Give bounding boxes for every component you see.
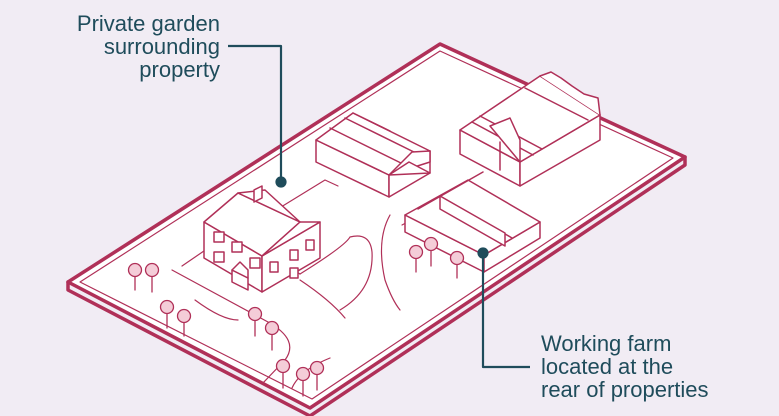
- farm-label-line-3: rear of properties: [541, 377, 709, 402]
- tree-icon: [159, 299, 175, 329]
- garden-callout-dot: [275, 176, 287, 188]
- farm-callout-dot: [477, 247, 489, 259]
- tree-icon: [275, 358, 291, 389]
- tree-icon: [449, 250, 465, 279]
- tree-icon: [247, 306, 263, 337]
- farm-label-line-1: Working farm: [541, 331, 672, 356]
- tree-icon: [264, 320, 280, 351]
- tree-icon: [295, 366, 311, 397]
- garden-label-line-3: property: [139, 57, 220, 82]
- tree-icon: [309, 360, 325, 391]
- farm-label-line-2: located at the: [541, 354, 674, 379]
- house-icon: [203, 185, 321, 293]
- garden-label-line-1: Private garden: [76, 11, 220, 36]
- garden-callout-line: [228, 44, 283, 182]
- trees: [127, 236, 465, 397]
- tree-icon: [127, 262, 143, 291]
- tree-icon: [176, 308, 192, 337]
- farm-callout-label: Working farm located at the rear of prop…: [541, 332, 709, 401]
- garden-label-line-2: surrounding: [103, 34, 220, 59]
- farm-callout-line: [481, 253, 530, 369]
- barn-icon: [315, 112, 431, 198]
- garden-callout-label: Private garden surrounding property: [77, 12, 220, 81]
- tree-icon: [144, 262, 160, 293]
- tree-icon: [423, 236, 439, 267]
- barn-icon: [459, 71, 601, 187]
- tree-icon: [408, 244, 424, 273]
